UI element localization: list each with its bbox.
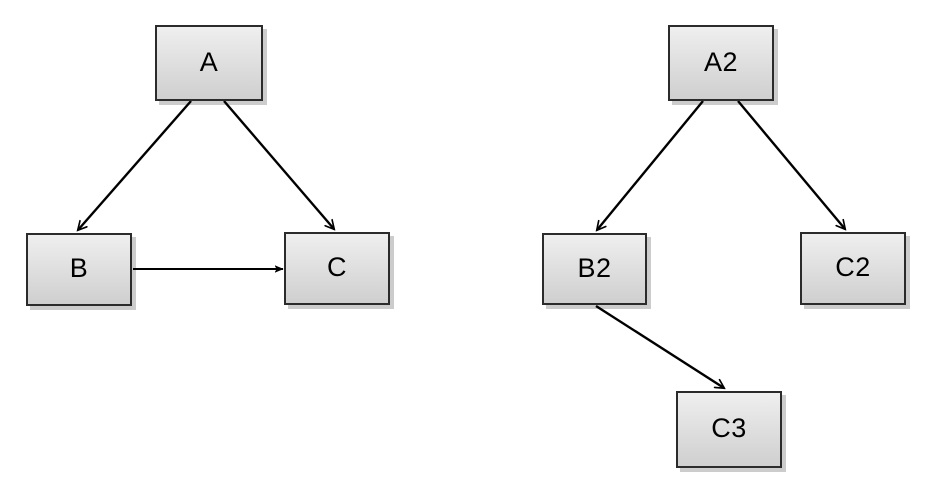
node-label: A	[199, 46, 219, 77]
node-label: C2	[835, 252, 871, 282]
edge-b2-to-c3	[595, 304, 724, 388]
node-label: C	[327, 252, 347, 282]
node-c2[interactable]: C2	[800, 232, 906, 305]
edge-a-to-b	[78, 100, 192, 230]
node-a2[interactable]: A2	[668, 25, 774, 101]
node-label: A2	[703, 46, 739, 77]
edges-group	[78, 100, 845, 388]
edge-a-to-c	[223, 100, 334, 229]
node-label: B2	[577, 252, 612, 283]
node-label: B	[69, 253, 89, 283]
node-c[interactable]: C	[284, 232, 390, 305]
edge-a2-to-c2	[737, 100, 845, 229]
edge-a2-to-b2	[597, 100, 704, 230]
node-a[interactable]: A	[155, 25, 263, 101]
node-label: C3	[711, 413, 747, 443]
node-b[interactable]: B	[26, 233, 132, 306]
node-b2[interactable]: B2	[542, 233, 647, 305]
node-c3[interactable]: C3	[676, 391, 782, 468]
